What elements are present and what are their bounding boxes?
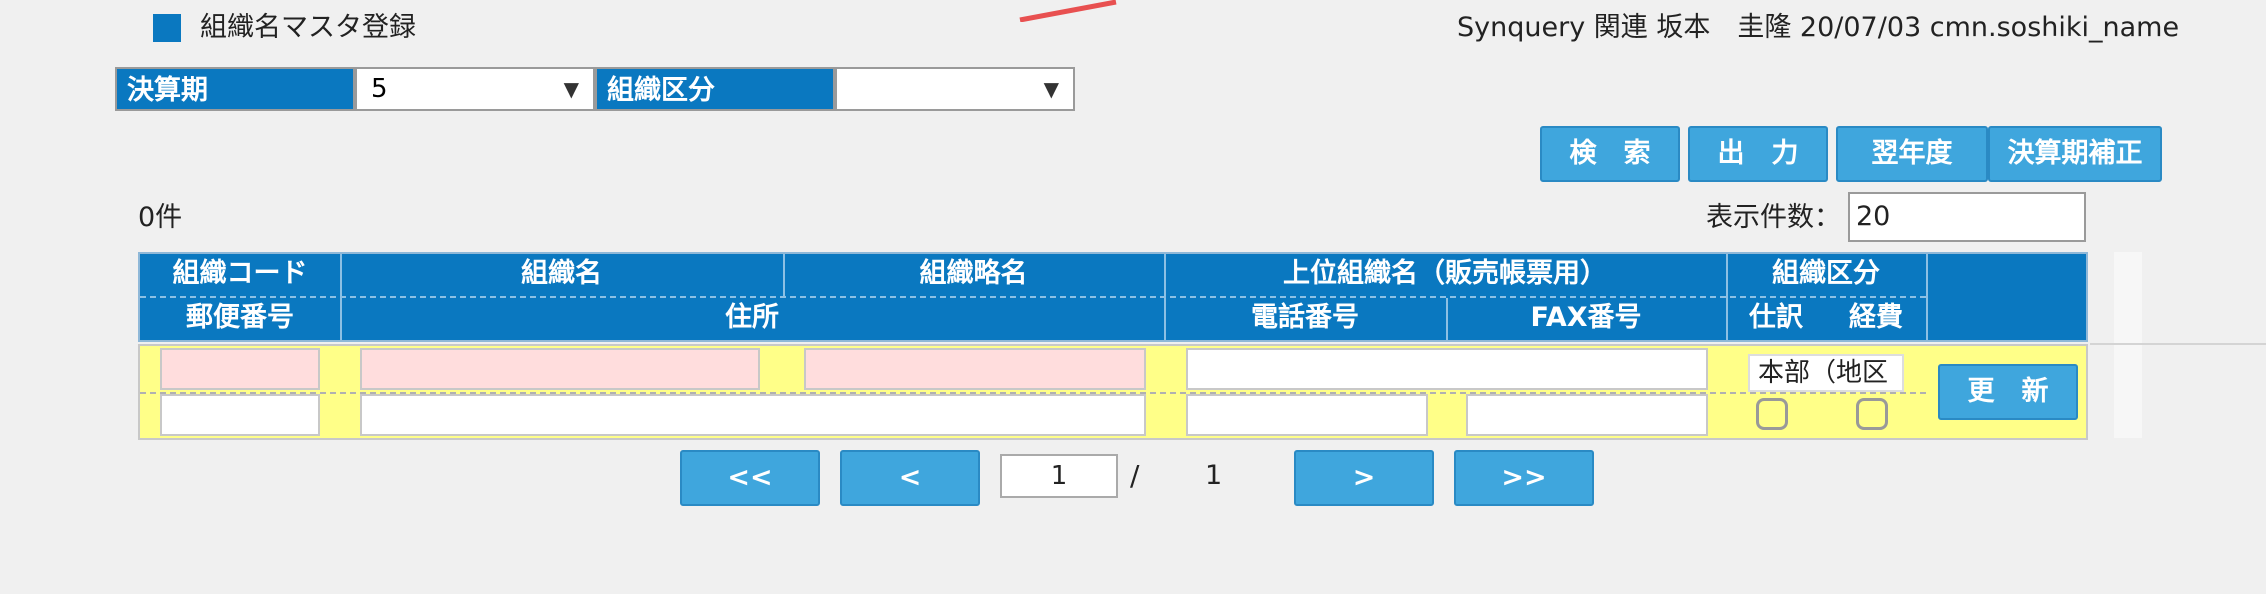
col-phone: 電話番号 xyxy=(1251,302,1359,333)
grid-scrollbar[interactable] xyxy=(2114,252,2142,438)
last-page-button[interactable]: >> xyxy=(1454,450,1594,506)
grid-header: 組織コード 組織名 組織略名 上位組織名（販売帳票用） 組織区分 郵便番号 住所… xyxy=(138,252,2088,342)
col-postal: 郵便番号 xyxy=(186,302,294,333)
col-org-name: 組織名 xyxy=(521,258,602,289)
col-fax: FAX番号 xyxy=(1530,302,1642,333)
page-separator: / xyxy=(1130,459,1140,492)
period-label: 決算期 xyxy=(115,67,355,111)
fax-input[interactable] xyxy=(1466,394,1708,436)
prev-page-button[interactable]: < xyxy=(840,450,980,506)
next-page-button[interactable]: > xyxy=(1294,450,1434,506)
search-button[interactable]: 検 索 xyxy=(1540,126,1680,182)
grid-divider xyxy=(2090,343,2266,345)
journal-checkbox[interactable] xyxy=(1756,398,1788,430)
red-stroke-mark xyxy=(1019,0,1117,22)
output-button[interactable]: 出 力 xyxy=(1688,126,1828,182)
period-select-value: 5 xyxy=(371,74,388,104)
col-org-code: 組織コード xyxy=(172,258,308,289)
user-info: Synquery 関連 坂本 圭隆 20/07/03 cmn.soshiki_n… xyxy=(1457,12,2180,43)
org-name-input[interactable] xyxy=(360,348,760,390)
page-number-input[interactable]: 1 xyxy=(1000,454,1118,498)
col-org-type: 組織区分 xyxy=(1772,258,1880,289)
org-abbr-input[interactable] xyxy=(804,348,1146,390)
chevron-down-icon: ▼ xyxy=(1043,77,1059,101)
parent-org-input[interactable] xyxy=(1186,348,1708,390)
col-org-abbr: 組織略名 xyxy=(919,258,1028,289)
phone-input[interactable] xyxy=(1186,394,1428,436)
row-org-type-select[interactable]: 本部（地区 xyxy=(1748,354,1904,392)
col-journal: 仕訳 xyxy=(1749,302,1803,333)
col-expense: 経費 xyxy=(1849,302,1903,333)
page-title: 組織名マスタ登録 xyxy=(200,12,416,43)
period-fix-button[interactable]: 決算期補正 xyxy=(1988,126,2162,182)
period-select[interactable]: 5 ▼ xyxy=(355,67,595,111)
org-code-input[interactable] xyxy=(160,348,320,390)
expense-checkbox[interactable] xyxy=(1856,398,1888,430)
per-page-label: 表示件数： xyxy=(1706,202,1841,233)
result-count: 0件 xyxy=(138,202,183,233)
col-address: 住所 xyxy=(725,302,779,333)
total-pages: 1 xyxy=(1205,460,1223,491)
address-input[interactable] xyxy=(360,394,1146,436)
org-type-label: 組織区分 xyxy=(595,67,835,111)
chevron-down-icon: ▼ xyxy=(563,77,579,101)
next-year-button[interactable]: 翌年度 xyxy=(1836,126,1988,182)
postal-input[interactable] xyxy=(160,394,320,436)
first-page-button[interactable]: << xyxy=(680,450,820,506)
title-square-icon xyxy=(153,14,181,42)
org-type-select[interactable]: ▼ xyxy=(835,67,1075,111)
per-page-input[interactable]: 20 xyxy=(1848,192,2086,242)
col-parent-org: 上位組織名（販売帳票用） xyxy=(1283,258,1607,289)
update-button[interactable]: 更 新 xyxy=(1938,364,2078,420)
